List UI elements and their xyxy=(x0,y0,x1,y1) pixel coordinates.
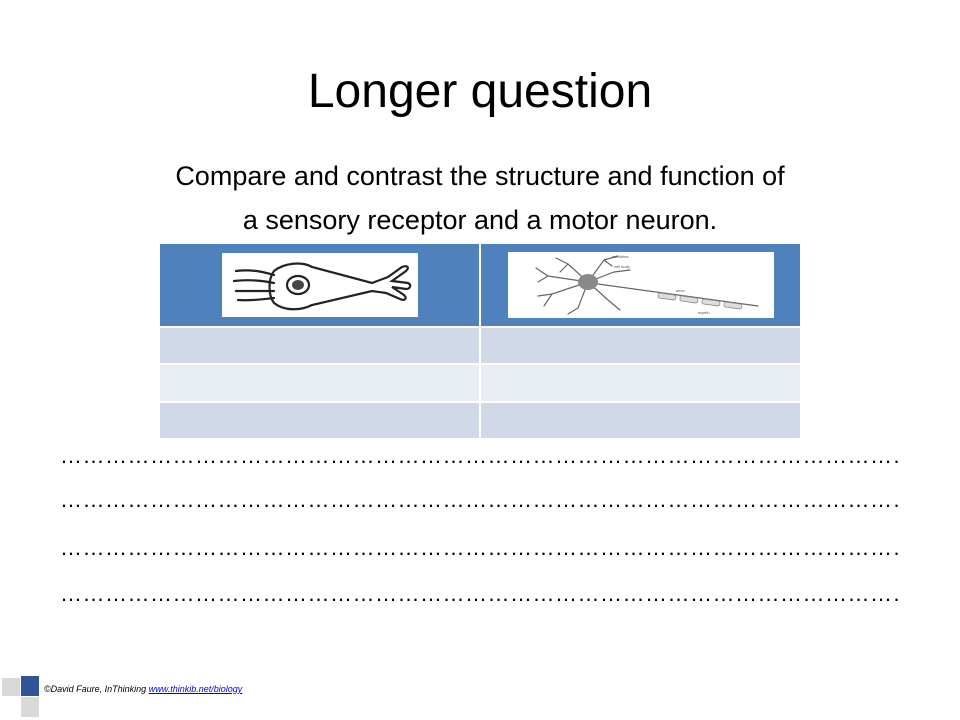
question-line-2: a sensory receptor and a motor neuron. xyxy=(242,205,718,235)
label-myelin: myelin xyxy=(698,310,710,315)
table-cell[interactable] xyxy=(480,327,800,365)
sensory-receptor-icon xyxy=(232,262,411,311)
credit-link[interactable]: www.thinkib.net/biology xyxy=(148,684,243,694)
question-text: Compare and contrast the structure and f… xyxy=(0,154,960,242)
sensory-receptor-image xyxy=(221,253,418,317)
answer-line-4[interactable]: …………………………………………………………………………………………………… xyxy=(60,582,900,606)
answer-line-3[interactable]: …………………………………………………………………………………………………… xyxy=(60,536,900,560)
table-header-row: dendrites cell body axon myelin xyxy=(160,244,800,328)
logo-square xyxy=(2,678,20,696)
table-cell[interactable] xyxy=(480,364,800,403)
table-cell[interactable] xyxy=(160,402,481,440)
slide-title: Longer question xyxy=(307,65,653,118)
motor-neuron-cell: dendrites cell body axon myelin xyxy=(480,244,800,328)
table-cell[interactable] xyxy=(160,327,481,365)
label-cell-body: cell body xyxy=(614,264,630,269)
comparison-table: dendrites cell body axon myelin xyxy=(160,244,800,440)
table-row xyxy=(160,364,800,403)
table-row xyxy=(160,402,800,440)
motor-neuron-image: dendrites cell body axon myelin xyxy=(507,252,774,318)
answer-line-1[interactable]: …………………………………………………………………………………………………… xyxy=(60,444,900,468)
credit-text: ©David Faure, InThinking www.thinkib.net… xyxy=(44,684,242,694)
label-axon: axon xyxy=(676,288,685,293)
sensory-receptor-cell xyxy=(160,244,481,328)
answer-line-2[interactable]: …………………………………………………………………………………………………… xyxy=(60,488,900,512)
credit-author: ©David Faure, InThinking xyxy=(44,684,147,694)
table-row xyxy=(160,327,800,365)
table-cell[interactable] xyxy=(160,364,481,403)
logo-square xyxy=(21,697,39,717)
question-line-1: Compare and contrast the structure and f… xyxy=(175,161,785,191)
footer xyxy=(0,676,960,720)
table-cell[interactable] xyxy=(480,402,800,440)
logo-square xyxy=(21,676,39,696)
label-dendrites: dendrites xyxy=(612,254,628,259)
motor-neuron-icon: dendrites cell body axon myelin xyxy=(534,254,759,315)
